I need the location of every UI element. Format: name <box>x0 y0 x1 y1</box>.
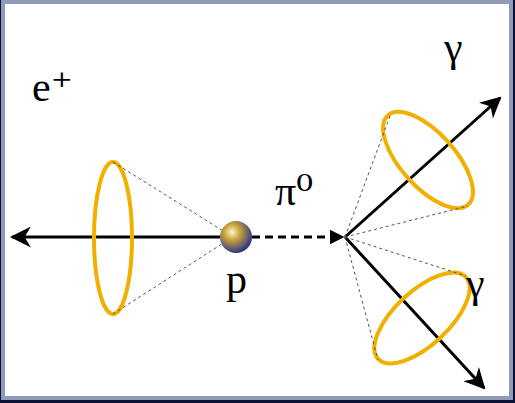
panel <box>3 2 511 398</box>
cherenkov-ring <box>94 162 132 314</box>
gamma-arrow <box>345 237 484 388</box>
particle-label: γ <box>466 262 485 304</box>
particle-label: γ <box>444 26 463 68</box>
proton-sphere <box>220 221 252 253</box>
particle-label: π⁰ <box>275 170 313 212</box>
cherenkov-ring <box>368 97 488 222</box>
particle-label: p <box>226 258 247 300</box>
positron-arrow <box>12 236 220 239</box>
pion-arrow <box>252 236 343 239</box>
particle-label: e⁺ <box>32 66 73 108</box>
gamma-arrow <box>345 98 500 237</box>
